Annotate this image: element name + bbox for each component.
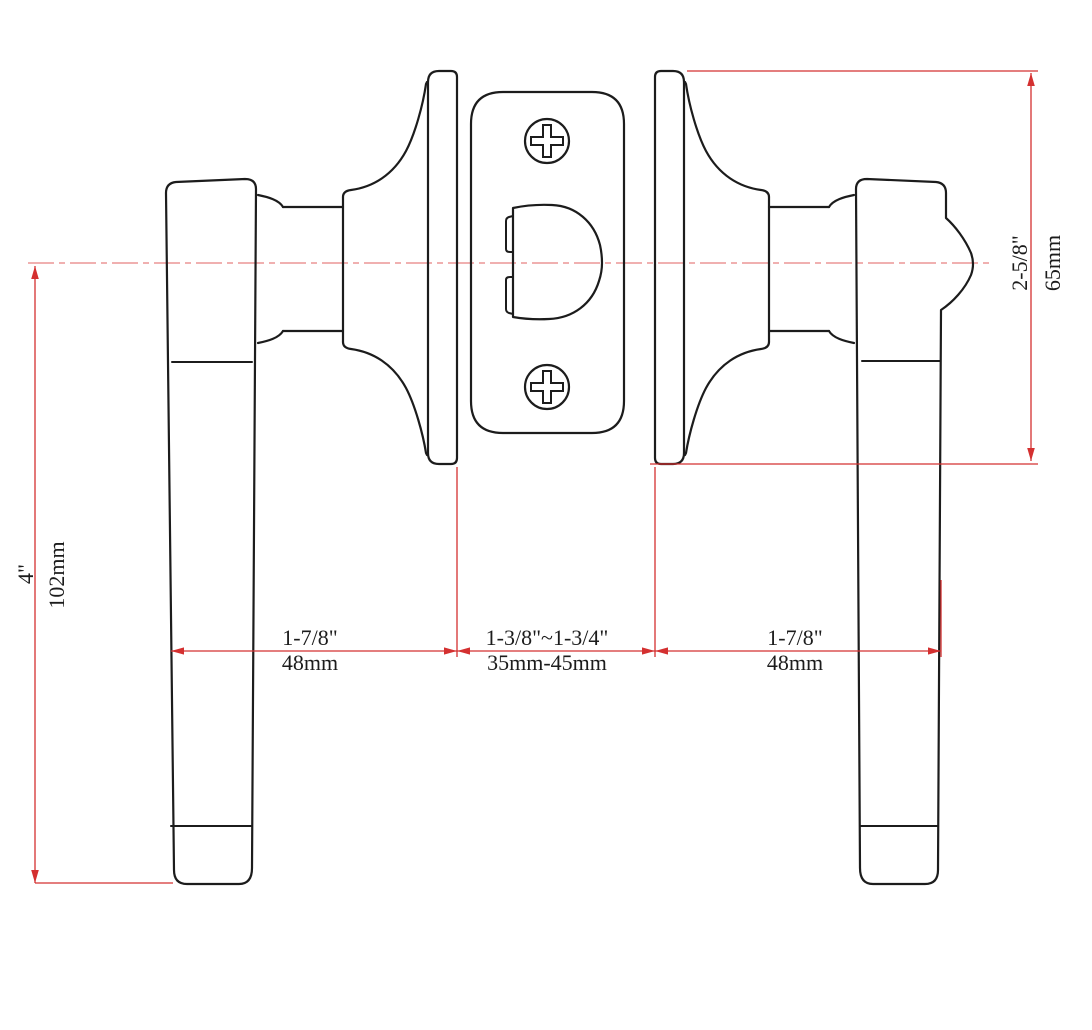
faceplate-outline	[469, 90, 626, 435]
dim-left-reach-mm: 48mm	[282, 650, 338, 675]
dim-arrow-down	[1027, 448, 1035, 461]
left-lever-stem	[281, 205, 345, 333]
dim-arrow-up	[1027, 73, 1035, 86]
right-lever-collar-lower	[827, 329, 856, 345]
phillips-screw-top-icon	[523, 117, 571, 165]
right-lever-stem	[767, 205, 831, 333]
dim-rose-size: 2-5/8" 65mm	[650, 70, 1065, 465]
dim-left-lever-reach: 1-7/8" 48mm	[171, 625, 457, 675]
right-rose-plate	[653, 69, 686, 466]
dim-lever-length-inches: 4"	[13, 564, 38, 584]
latch-bolt-tab-lower	[505, 276, 514, 315]
dim-rose-inches: 2-5/8"	[1007, 235, 1032, 290]
dim-left-reach-inches: 1-7/8"	[282, 625, 337, 650]
phillips-screw-bottom-icon	[523, 363, 571, 411]
dim-rose-mm: 65mm	[1040, 235, 1065, 291]
left-lever-collar-lower	[256, 329, 285, 345]
right-lever-collar	[827, 193, 856, 209]
dim-right-reach-inches: 1-7/8"	[767, 625, 822, 650]
right-lever-grip	[854, 177, 975, 886]
latch-bolt	[505, 203, 604, 321]
left-rose-bell-top	[341, 80, 429, 199]
dim-lever-length-mm: 102mm	[44, 541, 69, 608]
left-lever-handle	[164, 69, 459, 886]
latch-bolt-tab-upper	[505, 215, 514, 253]
dim-right-lever-reach: 1-7/8" 48mm	[655, 580, 942, 675]
dim-arrow-down	[31, 870, 39, 883]
dim-door-thickness-mm: 35mm-45mm	[487, 650, 607, 675]
left-lever-collar	[256, 193, 285, 209]
latch-faceplate	[469, 90, 626, 435]
right-rose-bell-top	[683, 80, 771, 199]
left-rose-plate	[426, 69, 459, 466]
dim-door-thickness-inches: 1-3/8"~1-3/4"	[486, 625, 609, 650]
dim-right-reach-mm: 48mm	[767, 650, 823, 675]
dim-door-thickness: 1-3/8"~1-3/4" 35mm-45mm	[456, 467, 656, 675]
left-lever-grip	[164, 177, 258, 886]
dim-arrow-up	[31, 266, 39, 279]
dim-lever-length: 4" 102mm	[13, 266, 173, 884]
right-lever-handle	[653, 69, 975, 886]
left-rose-bell-bottom	[341, 340, 429, 457]
right-rose-bell-bottom	[683, 340, 771, 457]
